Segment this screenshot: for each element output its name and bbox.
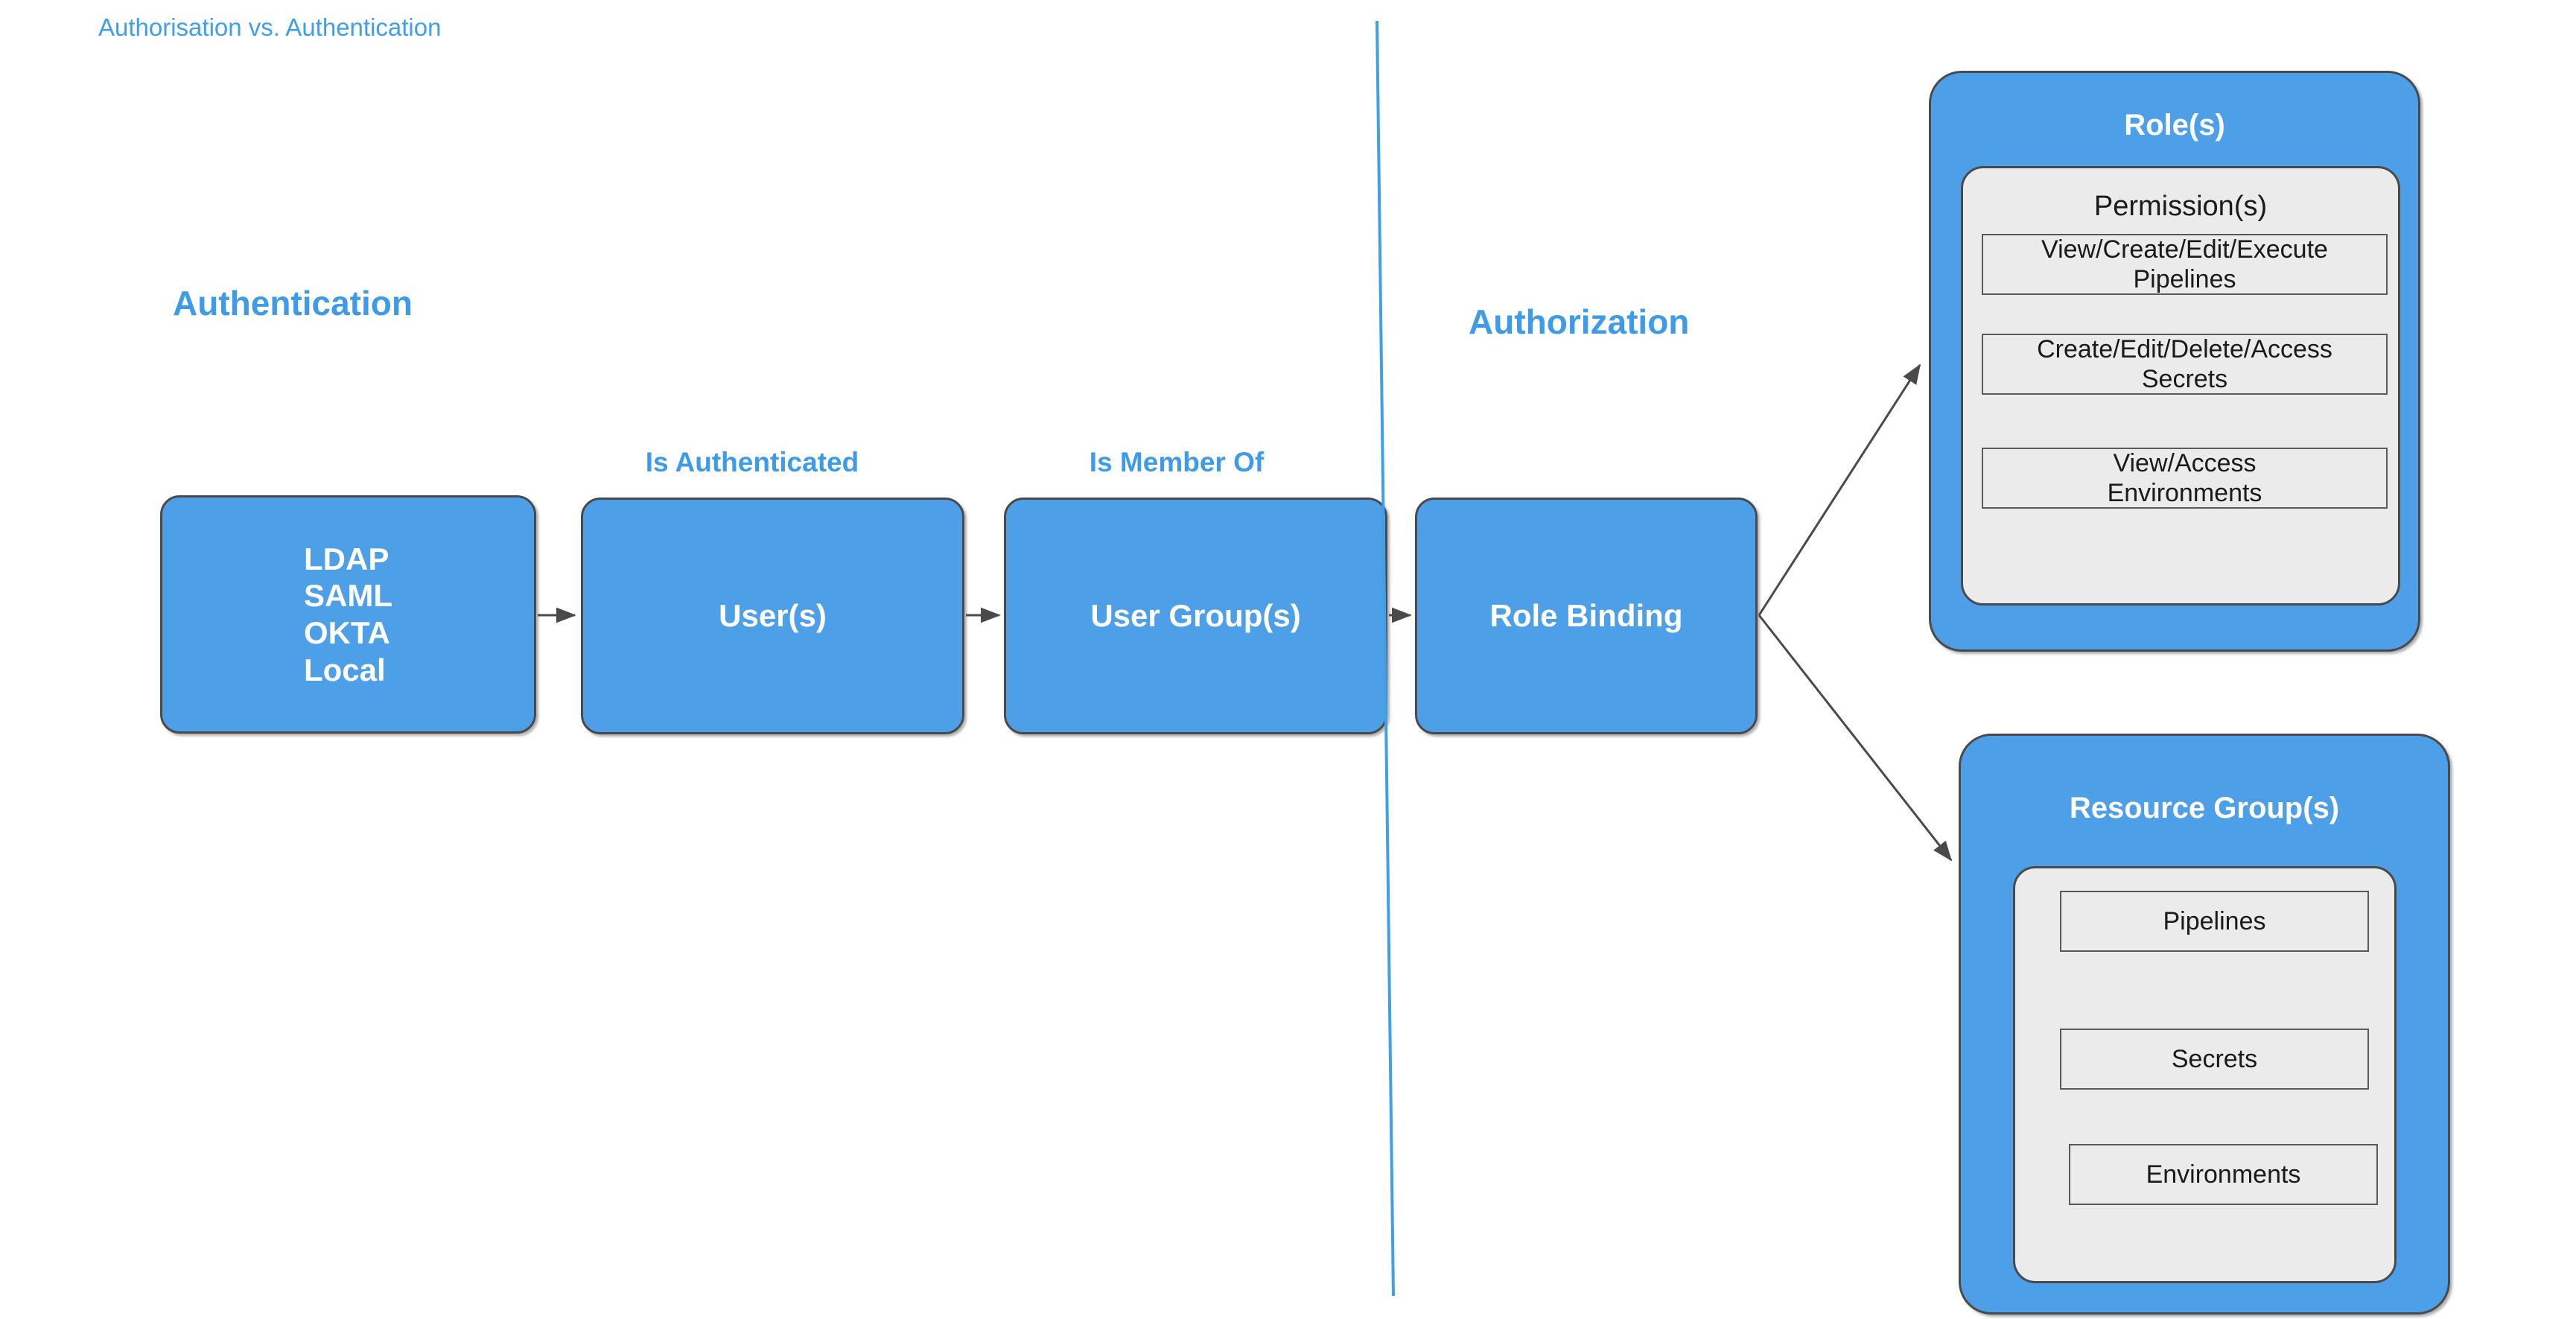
edge-label-is-member-of: Is Member Of bbox=[1089, 447, 1265, 477]
flow-box-identity-providers[interactable]: LDAP SAML OKTA Local bbox=[160, 495, 536, 734]
flow-box-users[interactable]: User(s) bbox=[581, 498, 964, 734]
arrow-role-binding-to-resource-groups bbox=[1758, 614, 1953, 862]
inner-panel-permissions: Permission(s) View/Create/Edit/Execute P… bbox=[1961, 166, 2400, 606]
group-panel-resource-groups-title: Resource Group(s) bbox=[2069, 792, 2340, 824]
flow-box-role-binding[interactable]: Role Binding bbox=[1415, 498, 1758, 734]
group-panel-resource-groups[interactable]: Resource Group(s) Pipelines Secrets Envi… bbox=[1959, 734, 2450, 1315]
resource-item[interactable]: Secrets bbox=[2060, 1029, 2369, 1090]
edge-label-is-authenticated: Is Authenticated bbox=[645, 447, 859, 477]
flow-box-users-label: User(s) bbox=[719, 598, 827, 634]
permission-item[interactable]: View/Access Environments bbox=[1982, 448, 2388, 509]
page-title: Authorisation vs. Authentication bbox=[98, 13, 442, 41]
flow-box-role-binding-label: Role Binding bbox=[1489, 598, 1683, 634]
group-panel-roles-title: Role(s) bbox=[2124, 109, 2225, 142]
inner-panel-permissions-title: Permission(s) bbox=[2093, 191, 2268, 222]
permission-item[interactable]: Create/Edit/Delete/Access Secrets bbox=[1982, 334, 2388, 395]
group-panel-roles[interactable]: Role(s) Permission(s) View/Create/Edit/E… bbox=[1929, 71, 2420, 652]
section-label-authorization: Authorization bbox=[1469, 302, 1690, 341]
section-label-authentication: Authentication bbox=[173, 284, 413, 322]
permission-item[interactable]: View/Create/Edit/Execute Pipelines bbox=[1982, 234, 2388, 295]
arrow-role-binding-to-roles bbox=[1758, 363, 1921, 616]
flow-box-user-groups-label: User Group(s) bbox=[1090, 598, 1301, 634]
flow-box-identity-providers-label: LDAP SAML OKTA Local bbox=[304, 541, 392, 687]
flow-box-user-groups[interactable]: User Group(s) bbox=[1004, 498, 1387, 734]
resource-item[interactable]: Environments bbox=[2069, 1144, 2378, 1205]
resource-item[interactable]: Pipelines bbox=[2060, 891, 2369, 952]
inner-panel-resources: Pipelines Secrets Environments bbox=[2013, 866, 2397, 1283]
